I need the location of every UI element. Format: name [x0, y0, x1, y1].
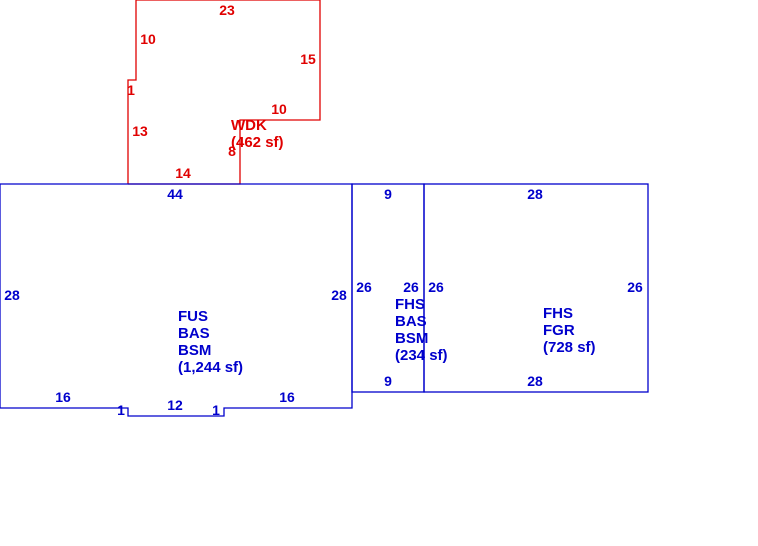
deck-dim-inner: 8	[228, 143, 236, 159]
middle-code-3: BSM	[395, 330, 428, 347]
deck-dim-right: 15	[300, 51, 316, 67]
middle-code-2: BAS	[395, 313, 427, 330]
middle-label: FHS BAS BSM (234 sf)	[395, 296, 448, 364]
middle-area: (234 sf)	[395, 347, 448, 364]
deck-dim-lower-left: 13	[132, 123, 148, 139]
middle-dim-right: 26	[403, 279, 419, 295]
middle-dim-left: 26	[356, 279, 372, 295]
main-dim-right: 28	[331, 287, 347, 303]
main-code-3: BSM	[178, 342, 211, 359]
middle-dim-top: 9	[384, 186, 392, 202]
main-dim-notch-right: 1	[212, 402, 220, 418]
garage-code-2: FGR	[543, 322, 575, 339]
garage-dim-top: 28	[527, 186, 543, 202]
garage-label: FHS FGR (728 sf)	[543, 305, 596, 356]
main-dim-left: 28	[4, 287, 20, 303]
deck-code: WDK	[231, 117, 267, 134]
deck-dim-jog: 1	[127, 82, 135, 98]
main-code-1: FUS	[178, 308, 208, 325]
deck-dim-step: 10	[271, 101, 287, 117]
main-code-2: BAS	[178, 325, 210, 342]
main-dim-top: 44	[167, 186, 183, 202]
main-dim-notch-left: 1	[117, 402, 125, 418]
garage-code-1: FHS	[543, 305, 573, 322]
deck-dim-upper-left: 10	[140, 31, 156, 47]
middle-dimensions: 9 26 26 9	[356, 186, 419, 389]
deck-area: (462 sf)	[231, 134, 284, 151]
main-label: FUS BAS BSM (1,244 sf)	[178, 308, 243, 376]
main-dim-bottom-left: 16	[55, 389, 71, 405]
main-dim-bottom-right: 16	[279, 389, 295, 405]
garage-dim-left: 26	[428, 279, 444, 295]
main-area: (1,244 sf)	[178, 359, 243, 376]
garage-dim-right: 26	[627, 279, 643, 295]
garage-section-outline	[423, 183, 649, 393]
deck-dimensions: 23 10 15 1 10 13 8 14	[127, 2, 316, 181]
garage-area: (728 sf)	[543, 339, 596, 356]
middle-dim-bottom: 9	[384, 373, 392, 389]
garage-dim-bottom: 28	[527, 373, 543, 389]
garage-dimensions: 28 26 26 28	[428, 186, 643, 389]
deck-dim-bottom: 14	[175, 165, 191, 181]
main-dimensions: 44 28 28 16 1 12 1 16	[4, 186, 347, 418]
main-section-outline	[0, 183, 353, 417]
deck-outline	[127, 0, 321, 185]
deck-dim-top: 23	[219, 2, 235, 18]
middle-code-1: FHS	[395, 296, 425, 313]
deck-label: WDK (462 sf)	[231, 117, 284, 151]
main-dim-notch-bottom: 12	[167, 397, 183, 413]
